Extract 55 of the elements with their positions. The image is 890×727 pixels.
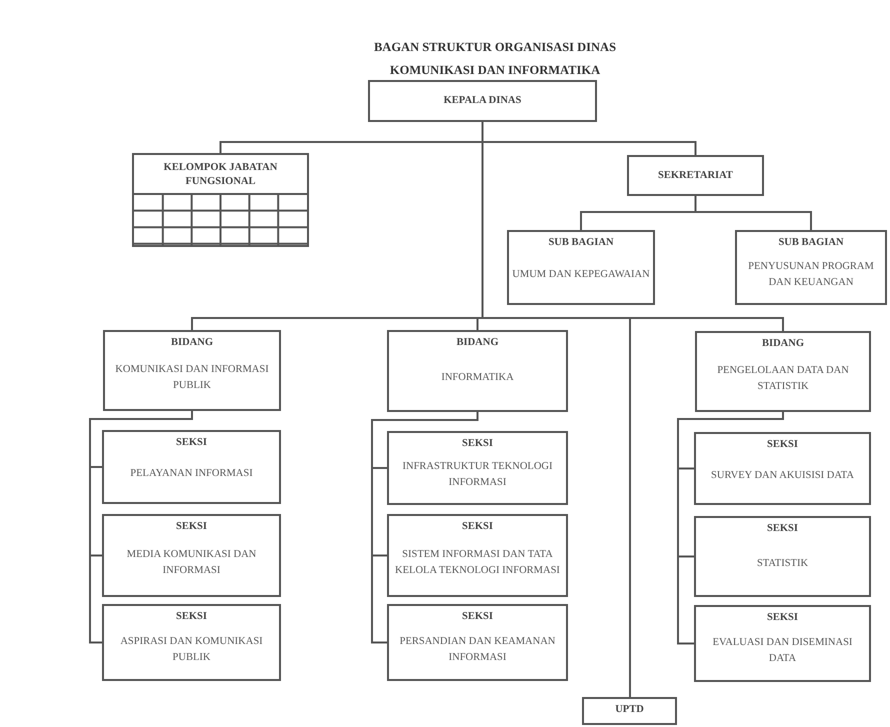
unit-heading: BIDANG xyxy=(456,336,498,350)
unit-name: SISTEM INFORMASI DAN TATA KELOLA TEKNOLOGI INFORMASI xyxy=(394,548,561,578)
org-box xyxy=(694,516,871,597)
unit-heading: BIDANG xyxy=(170,336,213,350)
unit-heading: SEKSI xyxy=(176,610,207,624)
unit-heading: SUB BAGIAN xyxy=(548,236,614,250)
org-box xyxy=(387,431,568,505)
org-box xyxy=(694,605,871,682)
unit-heading: SEKSI xyxy=(176,520,207,534)
org-box xyxy=(627,155,764,196)
org-box xyxy=(507,230,655,305)
diagram-title: BAGAN STRUKTUR ORGANISASI DINAS KOMUNIKASI DAN INFORMATIKA xyxy=(372,39,618,79)
org-box xyxy=(103,330,281,411)
unit-heading: BIDANG xyxy=(762,337,804,351)
connector-line xyxy=(89,411,193,644)
unit-heading: SEKSI xyxy=(767,522,798,536)
unit-name: INFRASTRUKTUR TEKNOLOGI INFORMASI xyxy=(401,460,554,490)
org-box xyxy=(387,330,568,412)
org-box xyxy=(368,80,597,122)
org-box xyxy=(694,432,871,505)
unit-heading: SEKSI xyxy=(462,610,493,624)
unit-name: INFORMATIKA xyxy=(441,371,514,385)
connector-line xyxy=(371,412,478,644)
org-box xyxy=(102,604,281,681)
unit-name: KELOMPOK JABATAN FUNGSIONAL xyxy=(162,161,278,189)
org-box xyxy=(695,331,871,412)
unit-name: PERSANDIAN DAN KEAMANAN INFORMASI xyxy=(398,634,556,664)
unit-name: KOMUNIKASI DAN INFORMASI PUBLIK xyxy=(114,362,270,392)
org-box xyxy=(132,153,309,247)
unit-name: EVALUASI DAN DISEMINASI DATA xyxy=(712,636,854,666)
connector-line xyxy=(694,196,812,230)
unit-name: ASPIRASI DAN KOMUNIKASI PUBLIK xyxy=(119,634,264,664)
unit-name: STATISTIK xyxy=(756,556,808,570)
unit-name: MEDIA KOMUNIKASI DAN INFORMASI xyxy=(126,548,258,578)
unit-name: PELAYANAN INFORMASI xyxy=(130,467,253,481)
org-box xyxy=(582,697,677,725)
unit-heading: SEKSI xyxy=(462,437,493,451)
unit-heading: SEKSI xyxy=(462,520,493,534)
org-box xyxy=(735,230,887,305)
org-box xyxy=(102,514,281,597)
unit-heading: SEKSI xyxy=(767,438,798,452)
unit-name: PENYUSUNAN PROGRAM DAN KEUANGAN xyxy=(747,260,875,290)
unit-name: KEPALA DINAS xyxy=(444,94,522,108)
org-box xyxy=(387,604,568,681)
org-box xyxy=(387,514,568,597)
unit-name: UPTD xyxy=(615,703,644,717)
connector-line xyxy=(677,412,784,644)
unit-name: PENGELOLAAN DATA DAN STATISTIK xyxy=(716,364,850,394)
unit-heading: SEKSI xyxy=(176,436,207,450)
org-box xyxy=(102,430,281,504)
unit-name: SURVEY DAN AKUISISI DATA xyxy=(711,468,854,482)
unit-heading: SEKSI xyxy=(767,611,798,625)
unit-heading: SUB BAGIAN xyxy=(778,236,844,250)
unit-name: UMUM DAN KEPEGAWAIAN xyxy=(512,268,650,282)
unit-name: SEKRETARIAT xyxy=(658,168,733,182)
